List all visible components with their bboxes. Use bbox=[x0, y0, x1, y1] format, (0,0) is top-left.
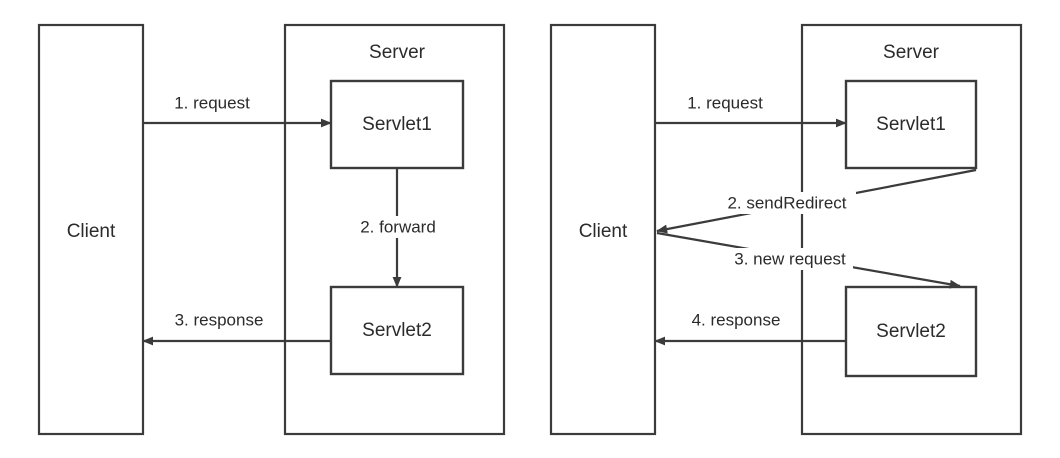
edge-newrequest-label-redirect: 3. new request bbox=[734, 249, 846, 268]
client-label-forward: Client bbox=[67, 221, 116, 242]
panel-redirect: Client Server Servlet1 Servlet2 1. reque… bbox=[549, 23, 1023, 436]
servlet1-label-redirect: Servlet1 bbox=[876, 114, 946, 135]
client-box-forward[interactable] bbox=[37, 23, 145, 436]
edge-response-label-bg-forward bbox=[163, 309, 275, 331]
servlet2-box-redirect[interactable] bbox=[844, 285, 978, 378]
server-title-forward: Server bbox=[369, 42, 426, 63]
edge-forward-label-forward: 2. forward bbox=[360, 217, 436, 236]
panel-forward: Client Server Servlet1 Servlet2 1. reque… bbox=[37, 23, 506, 436]
server-title-redirect: Server bbox=[883, 42, 940, 63]
servlet1-label-forward: Servlet1 bbox=[362, 114, 432, 135]
edge-request-label-forward: 1. request bbox=[174, 93, 250, 112]
client-box-redirect[interactable] bbox=[549, 23, 657, 436]
edge-sendredirect-label-bg-redirect bbox=[718, 192, 856, 214]
edge-request-label-bg-redirect bbox=[676, 92, 774, 114]
servlet2-box-forward[interactable] bbox=[329, 285, 465, 376]
edge-sendredirect-label-redirect: 2. sendRedirect bbox=[727, 193, 846, 212]
edge-request-label-redirect: 1. request bbox=[687, 93, 763, 112]
edge-response-label-bg-redirect bbox=[680, 309, 792, 331]
client-label-redirect: Client bbox=[579, 221, 628, 242]
edge-newrequest-label-bg-redirect bbox=[727, 248, 853, 270]
edge-response-label-redirect: 4. response bbox=[692, 310, 781, 329]
edge-forward-label-bg-forward bbox=[350, 216, 446, 238]
servlet2-label-redirect: Servlet2 bbox=[876, 321, 946, 342]
servlet1-box-redirect[interactable] bbox=[844, 79, 978, 170]
edge-request-label-bg-forward bbox=[163, 92, 261, 114]
servlet2-label-forward: Servlet2 bbox=[362, 320, 432, 341]
edge-response-label-forward: 3. response bbox=[175, 310, 264, 329]
